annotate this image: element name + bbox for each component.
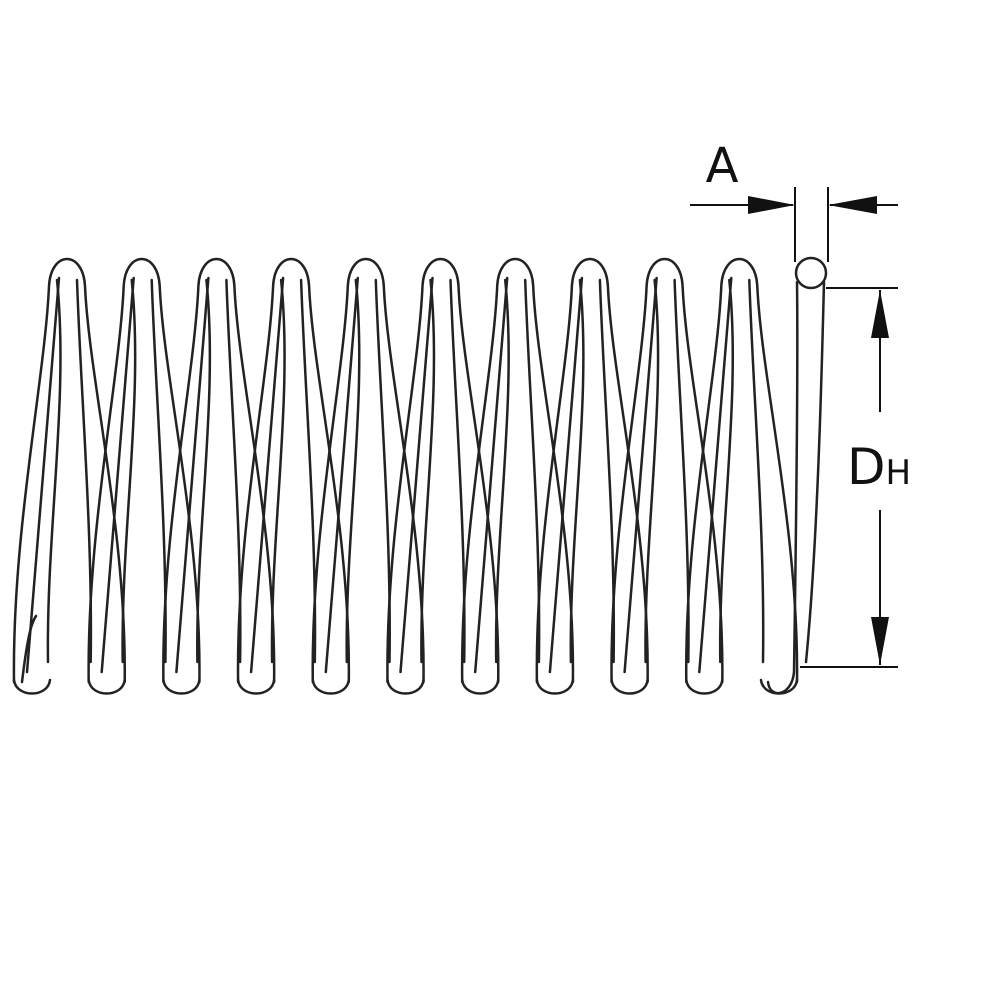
arrowhead-left xyxy=(748,196,795,214)
coil-end-outer xyxy=(766,280,799,695)
coil-back-wire xyxy=(249,276,285,674)
coil-bottom-bend xyxy=(386,678,425,695)
coil-inner-edge-left xyxy=(420,278,436,664)
coil-bottom-bend xyxy=(535,678,575,695)
coil-bottom-bend xyxy=(12,678,52,695)
coil-back-wire xyxy=(100,276,135,674)
coil-outer-edge xyxy=(386,257,500,684)
coil-back-wire xyxy=(25,276,61,674)
coil-back-wire xyxy=(623,276,658,674)
coil-back-wire xyxy=(548,276,584,674)
wire-end-section xyxy=(794,256,828,290)
label-dh-main: D xyxy=(847,438,886,496)
dimension-a xyxy=(690,187,898,262)
coil-inner-edge-left xyxy=(569,278,585,664)
coil-bottom-bend xyxy=(311,678,351,695)
coil-outer-edge xyxy=(460,257,575,684)
coil-outer-edge xyxy=(12,257,126,684)
coil-inner-edge-left xyxy=(46,278,62,664)
coil-bottom-bend xyxy=(87,678,126,695)
coil-bottom-bend xyxy=(685,678,724,695)
coil-inner-edge-left xyxy=(345,278,361,664)
coil-outer-edge xyxy=(535,257,649,684)
coil-back-wire xyxy=(698,276,733,674)
coil-inner-edge-left xyxy=(196,278,212,664)
coil-back-wire xyxy=(473,276,509,674)
label-a: A xyxy=(706,138,739,194)
label-dh: DH xyxy=(847,438,911,496)
arrowhead-right xyxy=(828,196,877,214)
coil-outer-edge xyxy=(311,257,425,684)
label-dh-sub: H xyxy=(886,453,912,493)
coil-inner-edge-right xyxy=(748,278,765,664)
coil-inner-edge-left xyxy=(644,278,660,664)
arrowhead-down xyxy=(871,617,889,665)
coil-inner-edge-left xyxy=(270,278,286,664)
wire-cross-section xyxy=(794,256,828,290)
coil-inner-edge-left xyxy=(494,278,510,664)
coil-outer-edge xyxy=(610,257,724,684)
coil-bottom-bend xyxy=(236,678,276,695)
dimension-dh xyxy=(800,287,898,668)
coil-back-wire xyxy=(175,276,210,674)
coil-end-inner xyxy=(804,280,826,664)
coil-inner-edge-left xyxy=(718,278,735,664)
coil-outer-edge xyxy=(87,257,201,684)
coil-outer-edge xyxy=(162,257,276,684)
coil-outer-edge xyxy=(685,257,799,684)
coil-bottom-bend xyxy=(460,678,500,695)
arrowhead-up xyxy=(871,290,889,338)
coil-bottom-bend xyxy=(162,678,201,695)
coil-bottom-bend xyxy=(610,678,649,695)
coil-outer-edge xyxy=(236,257,351,684)
spring-coils xyxy=(12,257,826,695)
coil-inner-edge-left xyxy=(121,278,137,664)
coil-back-wire xyxy=(324,276,360,674)
coil-back-wire xyxy=(399,276,434,674)
coil-start-stub xyxy=(20,614,38,684)
